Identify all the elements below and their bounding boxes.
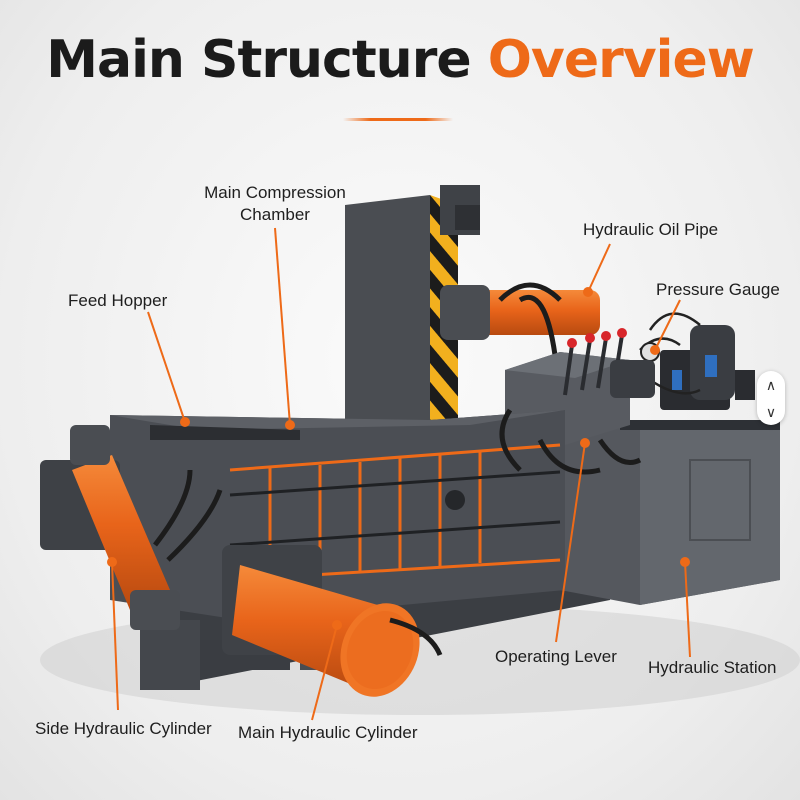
hydraulic-hoses [499, 408, 642, 475]
side-hydraulic-cylinder [40, 425, 223, 630]
title-underline [343, 118, 453, 121]
leader-lines [107, 227, 691, 721]
label-side-hydraulic-cylinder: Side Hydraulic Cylinder [35, 719, 212, 738]
label-operating-lever: Operating Lever [495, 647, 617, 666]
page-title: Main Structure Overview [0, 30, 800, 90]
title-accent: Overview [487, 30, 755, 90]
label-main-hydraulic-cylinder: Main Hydraulic Cylinder [238, 723, 418, 742]
label-feed-hopper: Feed Hopper [68, 291, 168, 310]
label-main-compression-chamber: Main Compression Chamber [180, 182, 370, 226]
label-main-compression-line1: Main Compression [204, 183, 346, 202]
label-main-compression-line2: Chamber [240, 205, 310, 224]
top-cylinder [440, 282, 600, 356]
label-hydraulic-oil-pipe: Hydraulic Oil Pipe [583, 220, 719, 239]
label-hydraulic-station: Hydraulic Station [648, 658, 777, 677]
scroll-control[interactable]: ∧ ∨ [757, 371, 785, 425]
label-pressure-gauge: Pressure Gauge [656, 280, 780, 299]
chevron-up-icon[interactable]: ∧ [765, 376, 777, 393]
hydraulic-station [560, 312, 780, 605]
main-hydraulic-cylinder [222, 545, 443, 697]
chevron-down-icon[interactable]: ∨ [765, 403, 777, 420]
title-main: Main Structure [46, 30, 471, 90]
